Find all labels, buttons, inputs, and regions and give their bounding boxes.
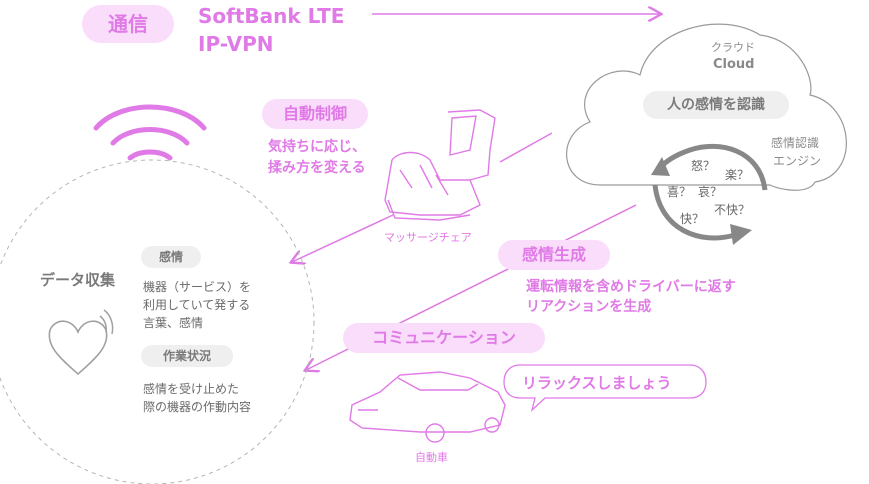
massage-chair-icon (384, 109, 496, 221)
heart-icon (48, 309, 114, 376)
emotion-pleasant: 快？ (680, 212, 705, 226)
emotion-joy: 喜？ (667, 185, 692, 199)
massage-desc-1: 気持ちに応じ、 (268, 139, 366, 155)
emotion-gen-desc-1: 運転情報を含めドライバーに返す (526, 279, 736, 295)
tag-work-status: 作業状況 (141, 345, 233, 367)
cloud-title-jp: クラウド (711, 41, 755, 54)
emotion-sorrow: 哀？ (698, 185, 723, 199)
massage-chair-caption: マッサージチェア (384, 231, 472, 244)
data-collection-title: データ収集 (40, 271, 116, 289)
wifi-icon (93, 104, 207, 161)
tag-emotion-desc-2: 利用していて発する (143, 298, 251, 312)
massage-desc-2: 揉み方を変える (268, 160, 366, 176)
auto-control-badge: 自動制御 (262, 99, 368, 129)
data-circle (0, 159, 315, 484)
cycle-arrow-bottom (652, 184, 736, 241)
tag-emotion-desc-1: 機器（サービス）を (143, 280, 252, 294)
car-icon (349, 371, 506, 443)
engine-label-2: エンジン (773, 154, 822, 168)
emotion-fun: 楽？ (725, 168, 750, 182)
chair-to-data-arrow (292, 214, 394, 262)
tag-work-desc-2: 際の機器の作動内容 (143, 400, 252, 414)
comm-line1: SoftBank LTE (198, 4, 345, 28)
speech-bubble-text: リラックスしましょう (522, 374, 672, 392)
speech-bubble-shape (503, 364, 707, 412)
car-caption: 自動車 (415, 451, 448, 464)
comm-line2: IP-VPN (198, 32, 274, 56)
tag-emotion: 感情 (141, 246, 201, 268)
comm-badge: 通信 (82, 5, 174, 43)
engine-label-1: 感情認識 (771, 136, 820, 150)
emotion-gen-desc-2: リアクションを生成 (526, 299, 652, 315)
communication-badge: コミュニケーション (343, 323, 545, 353)
cloud-title-en: Cloud (713, 57, 755, 72)
emotion-anger: 怒？ (691, 159, 716, 173)
cloud-recognize-badge: 人の感情を認識 (643, 91, 789, 119)
cycle-arrow-top (658, 143, 768, 191)
emotion-unpleasant: 不快？ (714, 203, 751, 217)
tag-emotion-desc-3: 言葉、感情 (143, 316, 204, 330)
cloud-to-chair-arrow (499, 132, 553, 163)
emotion-gen-badge: 感情生成 (498, 240, 610, 270)
tag-work-desc-1: 感情を受け止めた (143, 382, 240, 396)
